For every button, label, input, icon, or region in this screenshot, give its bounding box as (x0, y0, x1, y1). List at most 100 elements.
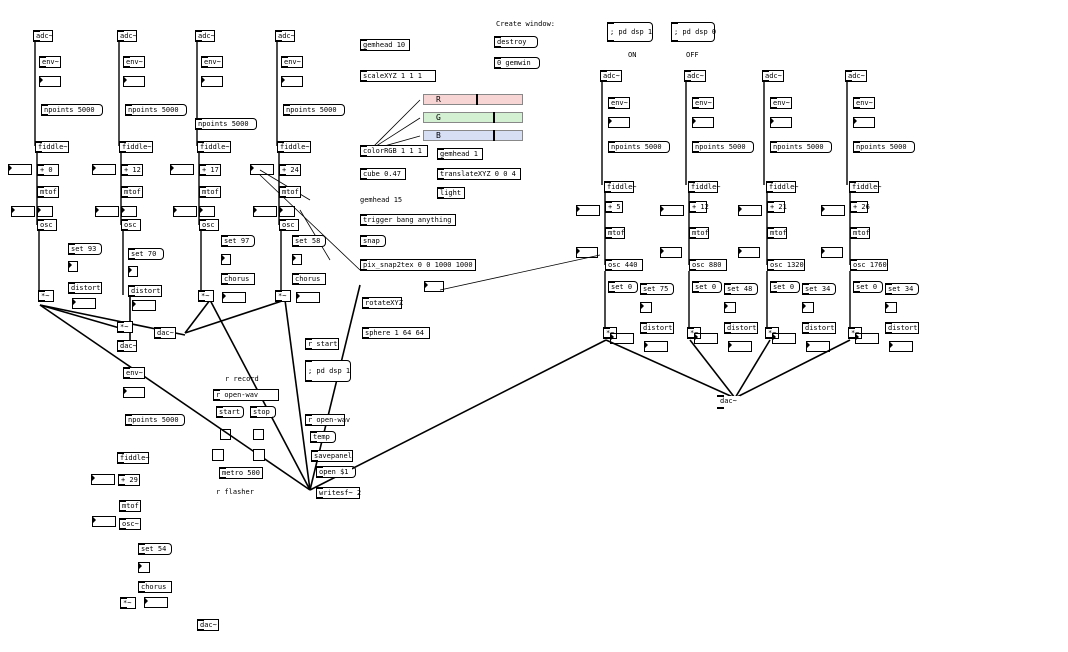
set-message[interactable]: set 0 (853, 281, 883, 293)
set-message[interactable]: set 58 (292, 235, 326, 247)
light-object[interactable]: light (437, 187, 465, 199)
number-box[interactable] (281, 76, 303, 87)
adc-object[interactable]: adc~ (195, 30, 215, 42)
env-object[interactable]: env~ (853, 97, 875, 109)
number-box[interactable] (279, 206, 295, 217)
colorrgb-object[interactable]: colorRGB 1 1 1 (360, 145, 428, 157)
patch-cord[interactable] (369, 117, 421, 151)
npoints-message[interactable]: npoints 5000 (853, 141, 915, 153)
receive-start-object[interactable]: r start (305, 338, 339, 350)
npoints-message[interactable]: npoints 5000 (283, 104, 345, 116)
distort-object[interactable]: distort (128, 285, 162, 297)
number-box[interactable] (123, 387, 145, 398)
mtof-object[interactable]: mtof (279, 186, 301, 198)
patch-cord[interactable] (39, 304, 311, 491)
env-object[interactable]: env~ (770, 97, 792, 109)
fiddle-object[interactable]: fiddle~ (766, 181, 799, 193)
multiply-signal-object[interactable]: *~ (38, 290, 54, 302)
chorus-object[interactable]: chorus (138, 581, 172, 593)
number-box[interactable] (37, 206, 53, 217)
number-box[interactable] (11, 206, 35, 217)
number-box[interactable] (660, 247, 682, 258)
set-message[interactable]: set 0 (770, 281, 800, 293)
number-box[interactable] (292, 254, 302, 265)
number-box[interactable] (724, 302, 736, 313)
env-object[interactable]: env~ (281, 56, 303, 68)
trigger-object[interactable]: trigger bang anything (360, 214, 456, 226)
mtof-object[interactable]: mtof (689, 227, 709, 239)
number-box[interactable] (138, 562, 150, 573)
env-object[interactable]: env~ (692, 97, 714, 109)
env-object[interactable]: env~ (123, 367, 145, 379)
mtof-object[interactable]: mtof (199, 186, 221, 198)
pd-dsp-message[interactable]: ; pd dsp 1 (305, 360, 351, 382)
patch-cord[interactable] (184, 299, 211, 334)
distort-object[interactable]: distort (885, 322, 919, 334)
green-slider[interactable]: G (423, 112, 523, 123)
add-object[interactable]: + 17 (199, 164, 221, 176)
distort-object[interactable]: distort (68, 282, 102, 294)
distort-object[interactable]: distort (724, 322, 758, 334)
chorus-object[interactable]: chorus (292, 273, 326, 285)
gemhead-object[interactable]: gemhead 10 (360, 39, 410, 51)
number-box[interactable] (39, 76, 61, 87)
fiddle-object[interactable]: fiddle~ (688, 181, 721, 193)
fiddle-object[interactable]: fiddle~ (35, 141, 69, 153)
rotatexyz-object[interactable]: rotateXYZ (362, 297, 403, 309)
add-object[interactable]: + 12 (121, 164, 143, 176)
temp-message[interactable]: temp (310, 431, 336, 443)
fiddle-object[interactable]: fiddle~ (117, 452, 150, 464)
mtof-object[interactable]: mtof (605, 227, 625, 239)
osc-object[interactable]: osc 1320 (767, 259, 805, 271)
set-message[interactable]: set 34 (802, 283, 836, 295)
add-object[interactable]: + 0 (37, 164, 59, 176)
number-box[interactable] (253, 206, 277, 217)
receive-open-wav-object[interactable]: r open-wav (305, 414, 350, 426)
fiddle-object[interactable]: fiddle~ (849, 181, 882, 193)
osc-object[interactable]: osc 1760 (850, 259, 888, 271)
patch-cord[interactable] (734, 339, 771, 399)
patch-cord[interactable] (439, 254, 601, 291)
savepanel-object[interactable]: savepanel (311, 450, 353, 462)
dsp-on-message[interactable]: ; pd dsp 1 (607, 22, 653, 42)
number-box[interactable] (170, 164, 194, 175)
number-box[interactable] (770, 117, 792, 128)
adc-object[interactable]: adc~ (117, 30, 137, 42)
writesf-object[interactable]: writesf~ 2 (316, 487, 361, 499)
number-box[interactable] (95, 206, 119, 217)
adc-object[interactable]: adc~ (33, 30, 53, 42)
chorus-object[interactable]: chorus (221, 273, 255, 285)
number-box[interactable] (576, 205, 600, 216)
open-message[interactable]: open $1 (316, 466, 356, 478)
red-slider[interactable]: R (423, 94, 523, 105)
blue-slider[interactable]: B (423, 130, 523, 141)
set-message[interactable]: set 54 (138, 543, 172, 555)
npoints-message[interactable]: npoints 5000 (41, 104, 103, 116)
patch-cord[interactable] (284, 299, 311, 491)
patch-cord[interactable] (605, 339, 736, 399)
mtof-object[interactable]: mtof (850, 227, 870, 239)
bang-button[interactable] (212, 449, 224, 461)
multiply-signal-object[interactable]: *~ (198, 290, 214, 302)
receive-open-wav-object[interactable]: r open-wav (213, 389, 279, 401)
destroy-message[interactable]: destroy (494, 36, 538, 48)
number-box[interactable] (201, 76, 223, 87)
number-box[interactable] (123, 76, 145, 87)
mtof-object[interactable]: mtof (119, 500, 141, 512)
dac-object[interactable]: dac~ (717, 395, 740, 409)
patch-cord[interactable] (369, 99, 421, 151)
number-box[interactable] (424, 281, 444, 292)
mtof-object[interactable]: mtof (121, 186, 143, 198)
number-box[interactable] (821, 205, 845, 216)
cube-object[interactable]: cube 0.47 (360, 168, 406, 180)
toggle[interactable] (220, 429, 231, 440)
number-box[interactable] (173, 206, 197, 217)
gemhead-object[interactable]: gemhead 1 (437, 148, 483, 160)
number-box[interactable] (608, 117, 630, 128)
env-object[interactable]: env~ (201, 56, 223, 68)
patch-cord[interactable] (734, 339, 851, 399)
distort-object[interactable]: distort (640, 322, 674, 334)
patch-cord[interactable] (689, 339, 736, 399)
number-box[interactable] (728, 341, 752, 352)
